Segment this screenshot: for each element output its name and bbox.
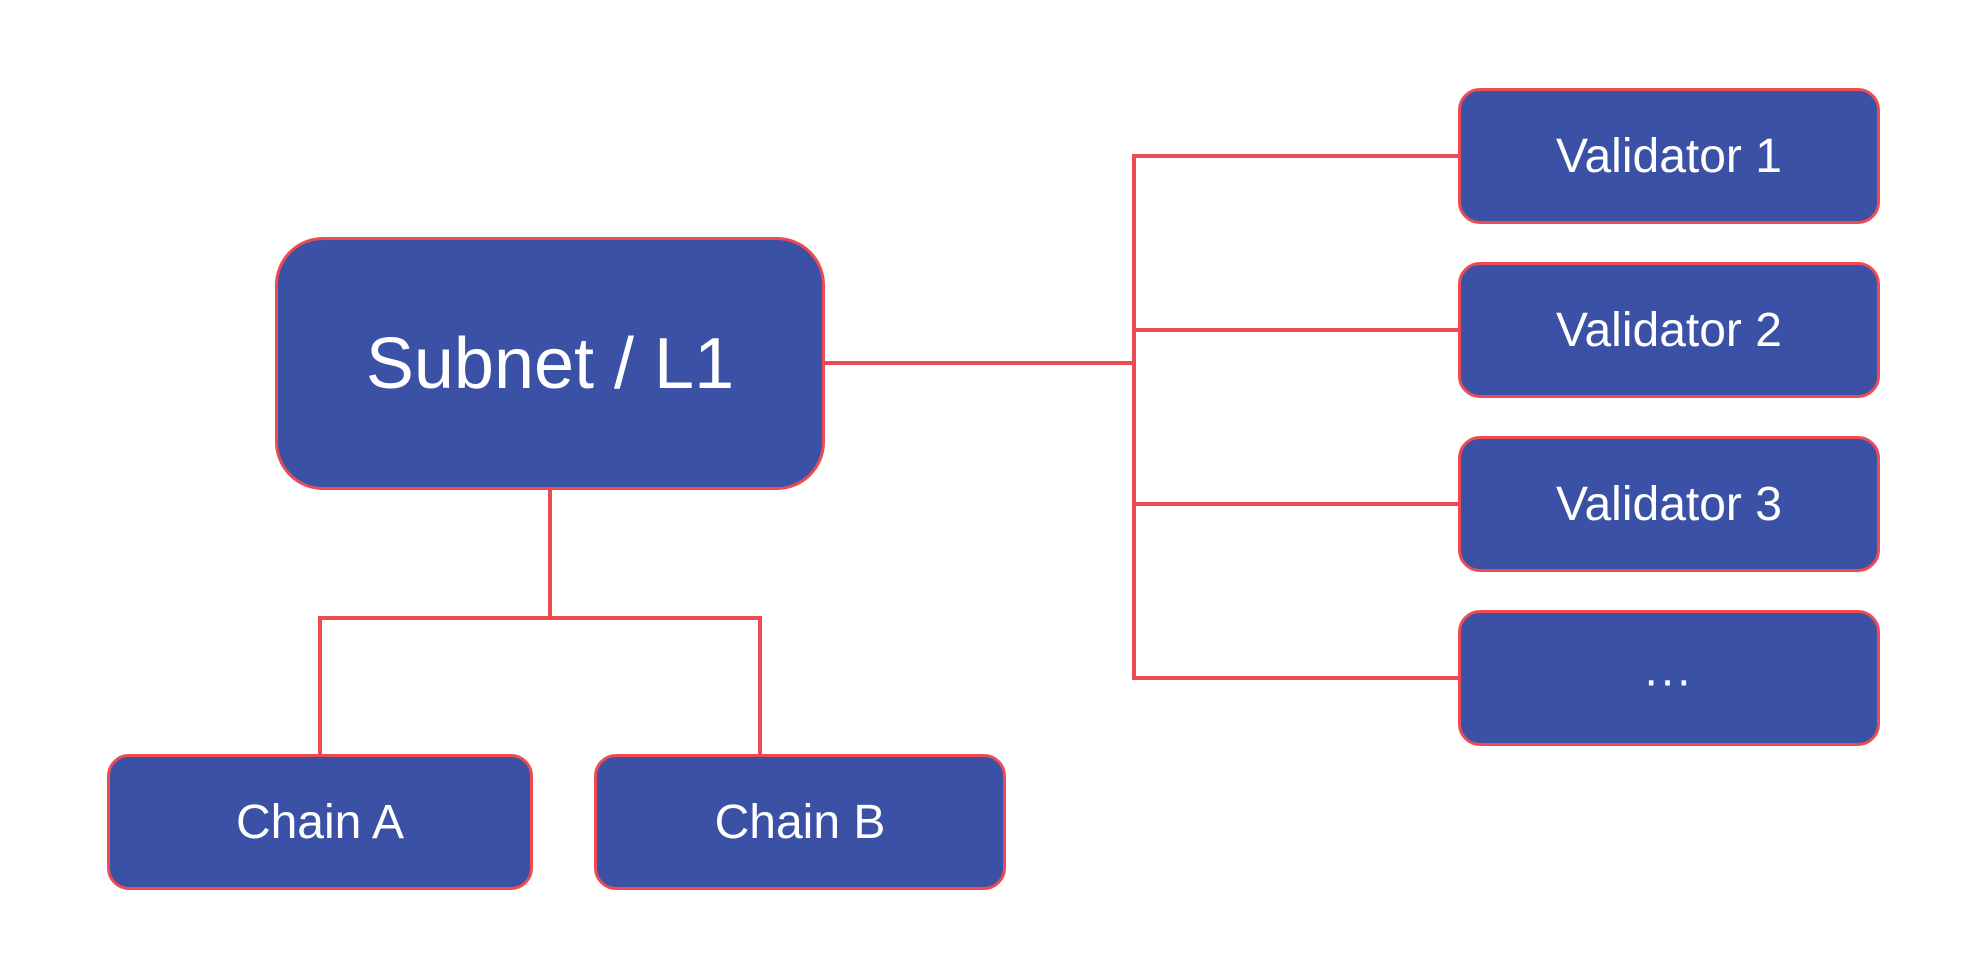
connector-validator-trunk (1132, 154, 1136, 680)
connector-trunk-to-more-validators (1132, 676, 1462, 680)
node-subnet-l1: Subnet / L1 (275, 237, 825, 490)
node-more-validators-label: ... (1644, 642, 1694, 696)
node-chain-a: Chain A (107, 754, 533, 890)
connector-trunk-to-validator-2 (1132, 328, 1462, 332)
connector-branch-to-chain-b (758, 616, 762, 758)
connector-trunk-to-validator-3 (1132, 502, 1462, 506)
node-chain-b-label: Chain B (714, 795, 886, 849)
node-chain-b: Chain B (594, 754, 1006, 890)
node-validator-3-label: Validator 3 (1556, 477, 1782, 531)
node-validator-3: Validator 3 (1458, 436, 1880, 572)
connector-trunk-to-validator-1 (1132, 154, 1462, 158)
connector-branch-to-chain-a (318, 616, 322, 758)
connector-chain-branch (318, 616, 762, 620)
node-validator-2: Validator 2 (1458, 262, 1880, 398)
node-validator-1: Validator 1 (1458, 88, 1880, 224)
node-validator-2-label: Validator 2 (1556, 303, 1782, 357)
node-more-validators: ... (1458, 610, 1880, 746)
connector-subnet-down (548, 486, 552, 620)
node-chain-a-label: Chain A (235, 795, 405, 849)
node-validator-1-label: Validator 1 (1556, 129, 1782, 183)
connector-subnet-to-trunk (823, 361, 1136, 365)
node-subnet-l1-label: Subnet / L1 (365, 323, 735, 404)
